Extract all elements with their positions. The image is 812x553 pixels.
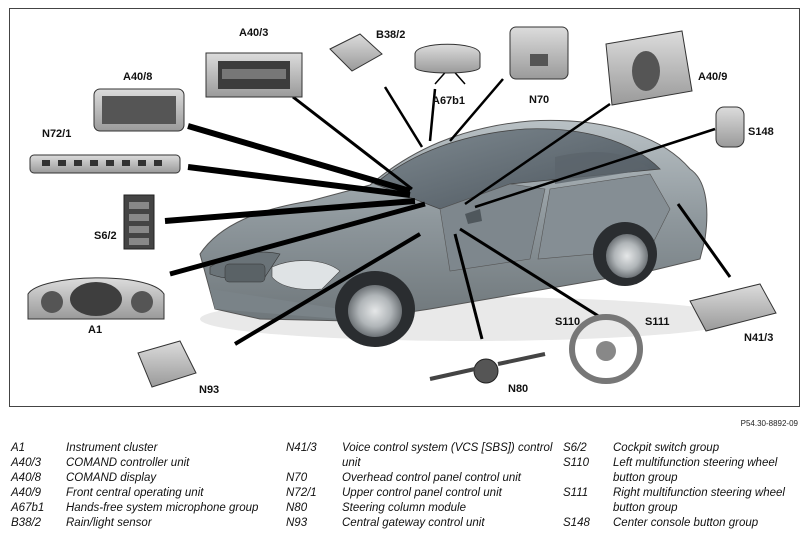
legend-code: B38/2 <box>11 516 42 529</box>
legend-item: S148 Center console button group <box>563 516 808 531</box>
legend-description: COMAND display <box>66 471 157 484</box>
legend-code: A40/8 <box>11 471 42 484</box>
legend-item: N72/1 Upper control panel control unit <box>286 486 554 501</box>
legend-column-1: A1 Instrument cluster A40/3 COMAND control… <box>11 441 276 530</box>
upper-control-panel-part <box>29 154 181 174</box>
comand-display-part <box>93 88 185 132</box>
rain-light-sensor-part <box>329 33 383 72</box>
legend-code: S111 <box>563 486 589 499</box>
front-central-operating-unit-part <box>605 30 693 106</box>
figure-reference-number: P54.30-8892-09 <box>740 419 798 428</box>
label-a67b1: A67b1 <box>432 95 466 107</box>
legend-column-2: N41/3 Voice control system (VCS [SBS]) co… <box>286 441 554 530</box>
overhead-control-panel-part <box>509 26 569 80</box>
label-s111: S111 <box>645 316 670 328</box>
label-b38-2: B38/2 <box>376 29 406 41</box>
instrument-cluster-part <box>27 277 165 320</box>
legend-item: B38/2 Rain/light sensor <box>11 516 276 531</box>
legend-description: Left multifunction steering wheel button… <box>613 456 778 484</box>
legend-item: N41/3 Voice control system (VCS [SBS]) co… <box>286 441 554 471</box>
legend-description: Cockpit switch group <box>613 442 720 454</box>
legend-item: N93 Central gateway control unit <box>286 516 554 531</box>
legend-item: A67b1 Hands-free system microphone group <box>11 501 276 516</box>
legend-description: Central gateway control unit <box>342 516 485 529</box>
legend-description: Voice control system (VCS [SBS]) control… <box>342 442 553 469</box>
legend-code: S6/2 <box>563 442 587 454</box>
cockpit-switch-group-part <box>123 194 155 250</box>
legend-item: A1 Instrument cluster <box>11 441 276 456</box>
label-n80: N80 <box>508 383 529 395</box>
label-a40-9: A40/9 <box>698 71 728 83</box>
legend-item: N70 Overhead control panel control unit <box>286 471 554 486</box>
steering-column-module-part <box>429 352 546 384</box>
legend-description: Upper control panel control unit <box>342 486 502 499</box>
label-s6-2: S6/2 <box>94 230 117 242</box>
legend-code: A67b1 <box>11 501 45 514</box>
legend-item: S110 Left multifunction steering wheel bu… <box>563 456 808 486</box>
microphone-group-part <box>414 43 481 74</box>
leader-lines <box>164 66 732 346</box>
legend-column-3: S6/2 Cockpit switch group S110 Left multif… <box>563 441 808 530</box>
center-console-button-group-part <box>715 106 745 148</box>
label-n93: N93 <box>199 384 220 396</box>
label-a40-8: A40/8 <box>123 71 153 83</box>
diagram-artwork <box>27 26 777 388</box>
legend-item: A40/9 Front central operating unit <box>11 486 276 501</box>
legend-description: Center console button group <box>613 516 759 529</box>
legend-item: S6/2 Cockpit switch group <box>563 441 808 456</box>
legend-description: Hands-free system microphone group <box>66 501 259 514</box>
steering-wheel-part <box>569 314 643 384</box>
legend-description: Right multifunction steering wheel butto… <box>613 486 785 514</box>
label-s148: S148 <box>748 126 774 138</box>
label-n41-3: N41/3 <box>744 332 774 344</box>
legend-code: S110 <box>563 456 590 469</box>
car-illustration <box>199 119 740 347</box>
legend-code: N41/3 <box>286 442 317 454</box>
legend-item: N80 Steering column module <box>286 501 554 516</box>
voice-control-unit-part <box>689 283 777 332</box>
legend-description: COMAND controller unit <box>66 456 190 469</box>
label-s110: S110 <box>555 316 581 328</box>
label-n72-1: N72/1 <box>42 128 72 140</box>
central-gateway-unit-part <box>137 340 197 388</box>
legend-code: S148 <box>563 516 590 529</box>
legend-item: S111 Right multifunction steering wheel b… <box>563 486 808 516</box>
comand-controller-unit-part <box>205 52 303 98</box>
legend-code: A40/3 <box>11 456 42 469</box>
legend-item: A40/8 COMAND display <box>11 471 276 486</box>
legend-code: N70 <box>286 471 308 484</box>
legend-code: N93 <box>286 516 308 529</box>
legend-code: N72/1 <box>286 486 317 499</box>
label-n70: N70 <box>529 94 550 106</box>
legend-description: Instrument cluster <box>66 442 158 454</box>
label-a40-3: A40/3 <box>239 27 269 39</box>
legend-code: N80 <box>286 501 308 514</box>
legend-description: Overhead control panel control unit <box>342 471 521 484</box>
legend-code: A40/9 <box>11 486 42 499</box>
legend-item: A40/3 COMAND controller unit <box>11 456 276 471</box>
legend-code: A1 <box>11 442 26 454</box>
legend-description: Rain/light sensor <box>66 516 152 529</box>
legend-description: Steering column module <box>342 501 467 514</box>
component-location-diagram: A40/3 B38/2 A67b1 N70 A40/9 A40/8 N72/1 … <box>9 8 800 407</box>
label-a1: A1 <box>88 324 103 336</box>
legend-description: Front central operating unit <box>66 486 204 499</box>
